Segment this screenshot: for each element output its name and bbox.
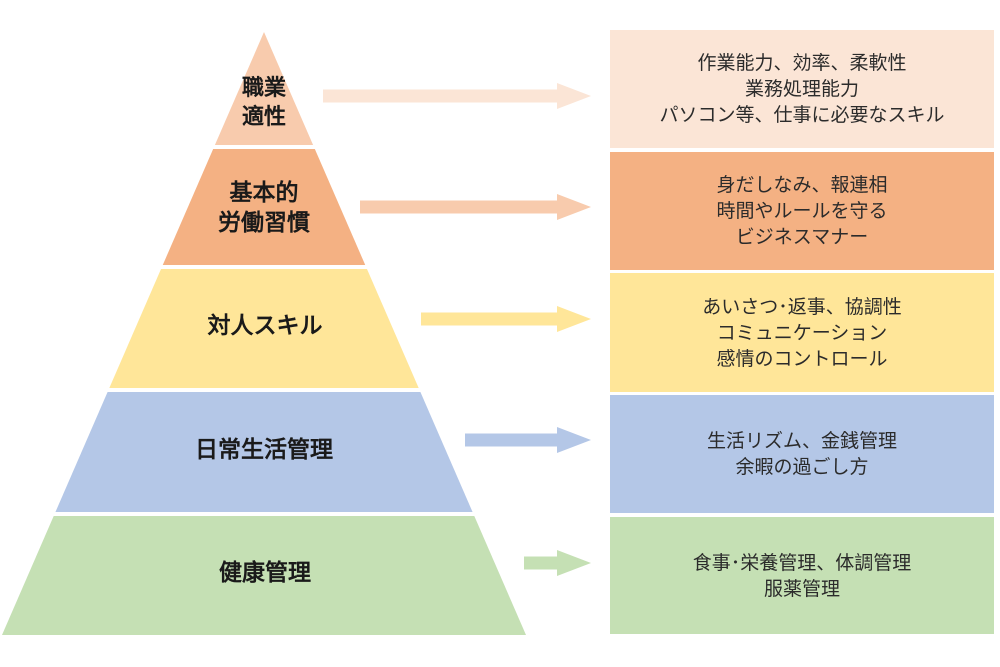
tier-label-line: 適性 [241,105,287,130]
description-line: 業務処理能力 [744,78,859,100]
description-line: パソコン等、仕事に必要なスキル [659,104,945,126]
pyramid-tier-shape-1 [214,32,314,145]
tier-label-line: 職業 [241,76,287,101]
pyramid-tier-shape-5 [2,516,526,635]
description-box-basic-work-habits: 身だしなみ、報連相 時間やルールを守る ビジネスマナー [610,152,994,270]
description-line: 作業能力、効率、柔軟性 [697,52,907,74]
description-line: 感情のコントロール [716,347,888,370]
arrow-right-icon [465,427,591,453]
description-line: コミュニケーション [716,321,888,344]
description-line: ビジネスマナー [735,226,869,248]
tier-label-health-management: 健康管理 [219,558,311,588]
description-line: 生活リズム、金銭管理 [706,430,897,452]
tier-label-line: 日常生活管理 [195,437,333,463]
description-box-vocational-aptitude: 作業能力、効率、柔軟性 業務処理能力 パソコン等、仕事に必要なスキル [610,30,994,148]
tier-label-line: 健康管理 [219,560,311,586]
description-line: 身だしなみ、報連相 [716,174,888,196]
pyramid-tier-shape-2 [162,149,366,265]
description-box-daily-life-management: 生活リズム、金銭管理 余暇の過ごし方 [610,395,994,513]
description-box-interpersonal-skills: あいさつ･返事、協調性 コミュニケーション 感情のコントロール [610,273,994,392]
description-line: あいさつ･返事、協調性 [702,295,902,318]
tier-label-basic-work-habits: 基本的 労働習慣 [218,178,310,238]
tier-label-line: 対人スキル [207,313,323,339]
tier-label-vocational-aptitude: 職業 適性 [242,74,286,132]
arrow-right-icon [323,83,591,109]
arrow-right-icon [421,306,591,332]
description-line: 余暇の過ごし方 [735,456,869,478]
tier-label-daily-life-management: 日常生活管理 [195,435,333,465]
arrow-right-icon [524,550,591,576]
description-box-health-management: 食事･栄養管理、体調管理 服薬管理 [610,517,994,634]
pyramid-tier-shape-4 [55,392,473,512]
arrow-right-icon [360,194,591,220]
tier-label-line: 基本的 [229,180,299,206]
tier-label-interpersonal-skills: 対人スキル [208,311,323,341]
description-line: 時間やルールを守る [716,200,888,222]
description-line: 服薬管理 [763,577,840,600]
description-line: 食事･栄養管理、体調管理 [692,551,912,574]
tier-label-line: 労働習慣 [218,210,310,236]
pyramid-tier-shape-3 [109,269,419,388]
